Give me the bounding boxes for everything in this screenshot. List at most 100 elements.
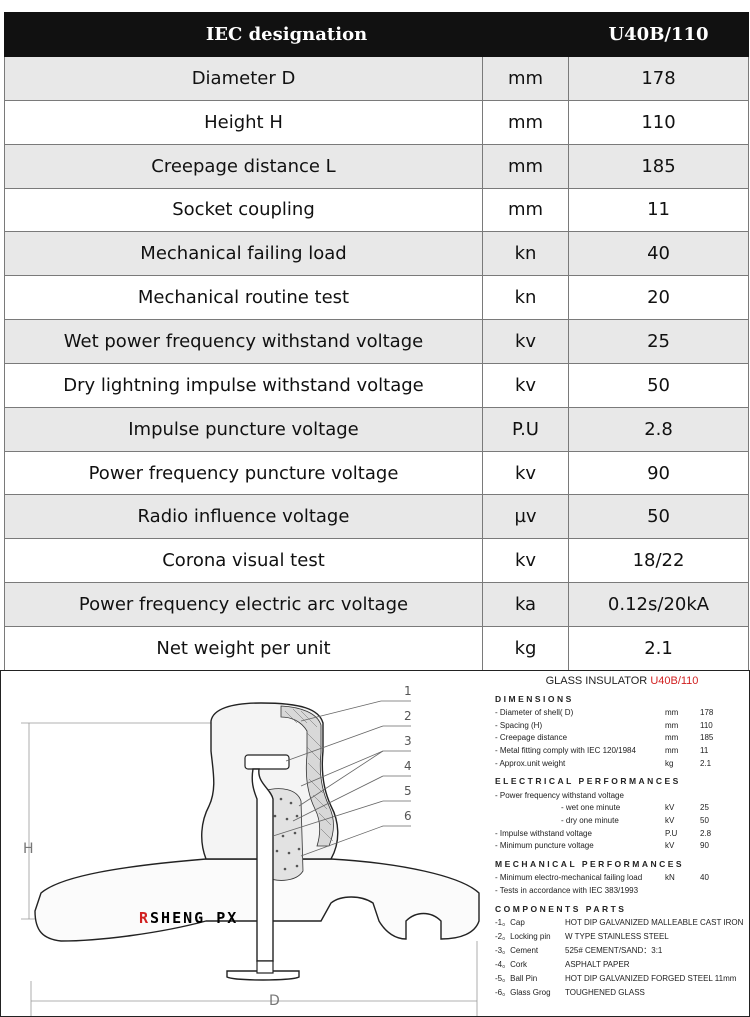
sheet-title-prefix: GLASS INSULATOR: [545, 675, 648, 687]
locking-pin: [244, 754, 290, 770]
header-value: U40B/110: [568, 12, 750, 57]
dimension-unit: mm: [665, 733, 679, 743]
sheet-title: GLASS INSULATOR U40B/110: [495, 675, 749, 688]
dimension-value: 11: [700, 745, 709, 755]
value-cell: 178: [568, 56, 750, 101]
dimension-row: - Diameter of shell( D) mm 178: [495, 707, 749, 720]
unit-cell: mm: [481, 99, 570, 145]
mechanical-heading: MECHANICAL PERFORMANCES: [495, 858, 685, 869]
value-cell: 110: [568, 99, 750, 145]
mechanical-list: - Minimum electro-mechanical failing loa…: [495, 872, 749, 885]
value-cell: 50: [568, 494, 750, 540]
value-cell: 50: [568, 362, 750, 408]
param-cell: Creepage distance L: [4, 143, 483, 189]
callout-number: 4: [404, 759, 412, 773]
value-cell: 0.12s/20kA: [568, 582, 750, 627]
mechanical-label: - Minimum electro-mechanical failing loa…: [495, 873, 643, 883]
cap-hatch: [280, 705, 334, 847]
component-material: TOUGHENED GLASS: [565, 988, 645, 998]
dimension-label: - Diameter of shell( D): [495, 708, 574, 718]
dimension-row: - Metal fitting comply with IEC 120/1984…: [495, 745, 749, 758]
table-header-row: IEC designation U40B/110: [3, 12, 750, 57]
value-cell: 185: [568, 143, 750, 189]
param-cell: Socket coupling: [4, 187, 483, 233]
electrical-label: - wet one minute: [561, 803, 621, 813]
dimension-value: 110: [700, 720, 713, 730]
spec-sheet: GLASS INSULATOR U40B/110 DIMENSIONS - Di…: [495, 675, 749, 1001]
electrical-unit: P.U: [665, 828, 678, 838]
dimension-label: - Metal fitting comply with IEC 120/1984: [495, 745, 636, 755]
value-cell: 2.8: [568, 406, 750, 452]
mechanical-row: - Minimum electro-mechanical failing loa…: [495, 872, 749, 885]
param-cell: Power frequency puncture voltage: [4, 450, 483, 496]
components-list: -1。Cap HOT DIP GALVANIZED MALLEABLE CAST …: [495, 917, 749, 1001]
value-cell: 2.1: [568, 625, 750, 671]
dimension-unit: mm: [665, 745, 679, 755]
param-cell: Mechanical failing load: [4, 231, 483, 277]
pin-base: [226, 970, 300, 981]
sheet-title-model: U40B/110: [650, 675, 699, 687]
dimension-label: - Spacing (H): [495, 720, 543, 730]
unit-cell: kv: [481, 450, 570, 496]
param-cell: Height H: [4, 99, 483, 145]
electrical-unit: kV: [665, 803, 675, 813]
component-label: -4。Cork: [495, 960, 528, 970]
mechanical-note: - Tests in accordance with IEC 383/1993: [495, 885, 639, 895]
dimension-unit: kg: [665, 758, 674, 768]
component-label: -6。Glass Grog: [495, 988, 551, 998]
dim-d-label: D: [269, 993, 280, 1009]
callout-number: 1: [404, 684, 412, 698]
param-cell: Radio influence voltage: [4, 494, 483, 540]
dimension-value: 178: [700, 708, 714, 718]
brand-logo: RSHENG PX: [139, 909, 238, 927]
value-cell: 20: [568, 275, 750, 321]
dimension-lines: [21, 722, 478, 1016]
brand-rest: SHENG PX: [150, 909, 238, 927]
component-material: HOT DIP GALVANIZED MALLEABLE CAST IRON: [565, 918, 744, 928]
mechanical-unit: kN: [665, 873, 675, 883]
electrical-heading: ELECTRICAL PERFORMANCES: [495, 776, 681, 787]
callout-number: 2: [404, 709, 412, 723]
unit-cell: kg: [481, 625, 570, 671]
param-cell: Diameter D: [4, 56, 483, 101]
param-cell: Corona visual test: [4, 538, 483, 584]
dimension-unit: mm: [665, 720, 679, 730]
unit-cell: kn: [481, 231, 570, 277]
header-param: IEC designation: [3, 12, 570, 57]
electrical-label: - Minimum puncture voltage: [495, 841, 594, 851]
component-label: -1。Cap: [495, 918, 525, 928]
dimension-row: - Spacing (H) mm 110: [495, 720, 749, 733]
callout-number: 6: [404, 809, 412, 823]
dim-h-label: H: [23, 841, 34, 857]
dimension-unit: mm: [665, 708, 679, 718]
value-cell: 40: [568, 231, 750, 277]
component-material: ASPHALT PAPER: [565, 960, 630, 970]
component-label: -3。Cement: [495, 946, 539, 956]
unit-cell: mm: [481, 143, 570, 189]
component-label: -5。Ball Pin: [495, 974, 538, 984]
unit-cell: kv: [481, 538, 570, 584]
unit-cell: µv: [481, 494, 570, 540]
dimension-label: - Approx.unit weight: [495, 758, 566, 768]
value-cell: 11: [568, 187, 750, 233]
param-cell: Net weight per unit: [4, 625, 483, 671]
electrical-unit: kV: [665, 815, 675, 825]
